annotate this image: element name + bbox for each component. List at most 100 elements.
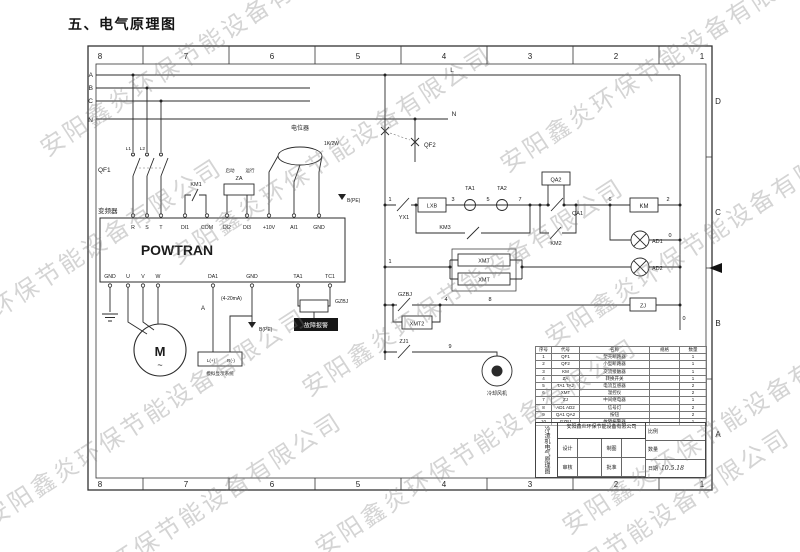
vfd-terminal-label: T (159, 225, 163, 231)
wire-number: 2 (666, 197, 669, 203)
parts-cell: ZA (551, 374, 580, 384)
junction-dots (131, 73, 682, 354)
km3-label: KM3 (439, 225, 450, 231)
parts-cell: 1 (679, 396, 707, 405)
l1-label: L1 (126, 146, 132, 152)
za-label: ZA (235, 176, 242, 182)
vfd-terminal-label: +10V (263, 225, 276, 231)
title-block-right: 比例 数量 日期 10.5.18 (646, 423, 705, 477)
col-ref: 7 (184, 52, 189, 61)
vfd-box (99, 213, 346, 288)
parts-cell: 2 (679, 382, 707, 391)
vfd-label: 变频器 (98, 206, 118, 215)
za-pos1-label: 启动 (226, 167, 235, 174)
wire-number: 3 (451, 197, 454, 203)
vfd-terminal-label: W (156, 274, 161, 280)
gzbj-contact-label: GZBJ (398, 292, 412, 298)
zj-coil-label: ZJ (640, 304, 646, 310)
parts-cell: QF2 (551, 360, 580, 369)
signature-grid: 设计 制图 审核 批准 (558, 439, 646, 477)
parts-header-cell: 数量 (679, 345, 707, 355)
wire-number: 5 (486, 197, 489, 203)
vfd-terminal-label: TA1 (293, 274, 302, 280)
vfd-terminal-label: DA1 (208, 274, 218, 280)
analog-alarm-circuit (197, 287, 338, 367)
field-check-value (578, 458, 602, 477)
phase-b-label: B (89, 85, 93, 92)
parts-cell: QA1 QA2 (551, 410, 580, 420)
neutral-label: N (88, 117, 93, 124)
display-lplus-label: L(+) (207, 358, 216, 363)
ta2-label: TA2 (497, 186, 507, 192)
l2-label: L2 (140, 146, 146, 152)
parts-header-row: 序号代号名称规格数量 (535, 345, 707, 355)
col-ref: 4 (442, 52, 447, 61)
parts-cell: 信号灯 (579, 403, 650, 412)
col-ref: 7 (184, 480, 189, 489)
power-circuit (96, 74, 680, 214)
field-approve-label: 批准 (602, 458, 622, 477)
za-pos2-label: 运行 (246, 167, 255, 174)
frame-refs: 8 7 6 5 4 3 2 1 8 7 6 5 4 3 2 1 D C B A (98, 52, 722, 489)
parts-cell: 1 (535, 353, 552, 362)
parts-cell: 3 (535, 367, 552, 376)
potentiometer-label: 电位器 (291, 124, 309, 132)
vfd-brand: POWTRAN (141, 242, 213, 258)
parts-cell: KM (551, 367, 580, 376)
col-ref: 6 (270, 480, 275, 489)
fold-mark-icon (709, 263, 722, 273)
drawing-title: 冷渣机电气原理图 (536, 423, 558, 477)
parts-cell (649, 382, 680, 391)
vfd-terminal-label: GND (313, 225, 325, 231)
field-draft-value (622, 439, 646, 458)
col-ref: 2 (614, 480, 619, 489)
motor-wave-label: ~ (157, 360, 162, 370)
vfd-terminal-label: GND (246, 274, 258, 280)
wire-number: 1 (388, 197, 391, 203)
fault-alarm-label: 故障报警 (304, 322, 328, 330)
col-ref: 4 (442, 480, 447, 489)
col-ref: 1 (700, 52, 705, 61)
field-qty-label: 数量 (648, 447, 659, 454)
parts-cell: 2 (679, 403, 707, 412)
parts-cell: 4 (535, 374, 552, 384)
row-ref: D (715, 97, 721, 106)
parts-cell: QF1 (551, 353, 580, 362)
display-rminus-label: R(-) (227, 358, 235, 363)
parts-cell: 1 (679, 360, 707, 369)
col-ref: 1 (700, 480, 705, 489)
parts-cell: 转换开关 (579, 374, 650, 384)
schematic-labels: A B C N L N L1 L2 QF1 KM1 ZA 启动 运行 电位器 1… (88, 67, 685, 397)
col-ref: 2 (614, 52, 619, 61)
parts-cell: 8 (535, 403, 552, 412)
parts-cell: 2 (679, 389, 707, 398)
parts-cell: 5 (535, 382, 552, 391)
col-ref: 8 (98, 52, 103, 61)
vfd-terminal-label: DI3 (243, 225, 251, 231)
neutral-right-label: N (452, 111, 457, 118)
field-date-label: 日期 (648, 465, 659, 472)
ad2-label: AD2 (652, 266, 663, 272)
wire-number: 1 (388, 259, 391, 265)
parts-cell (649, 367, 680, 376)
wire-number: 0 (668, 233, 671, 239)
wire-number: 0 (682, 316, 685, 322)
motor-circuit (102, 287, 187, 377)
col-ref: 5 (356, 52, 361, 61)
motor-m-label: M (155, 344, 166, 359)
parts-cell: 电流互感器 (579, 382, 650, 391)
field-draft-label: 制图 (602, 439, 622, 458)
title-block-middle: 安阳鑫炎环保节能设备有限公司 设计 制图 审核 批准 (558, 423, 646, 477)
parts-cell: 1 (679, 367, 707, 376)
qf2-label: QF2 (424, 143, 436, 149)
parts-cell: ZJ (551, 396, 580, 405)
control-circuit (131, 73, 682, 387)
wire-number: 6 (608, 197, 611, 203)
wire-number: 7 (518, 197, 521, 203)
